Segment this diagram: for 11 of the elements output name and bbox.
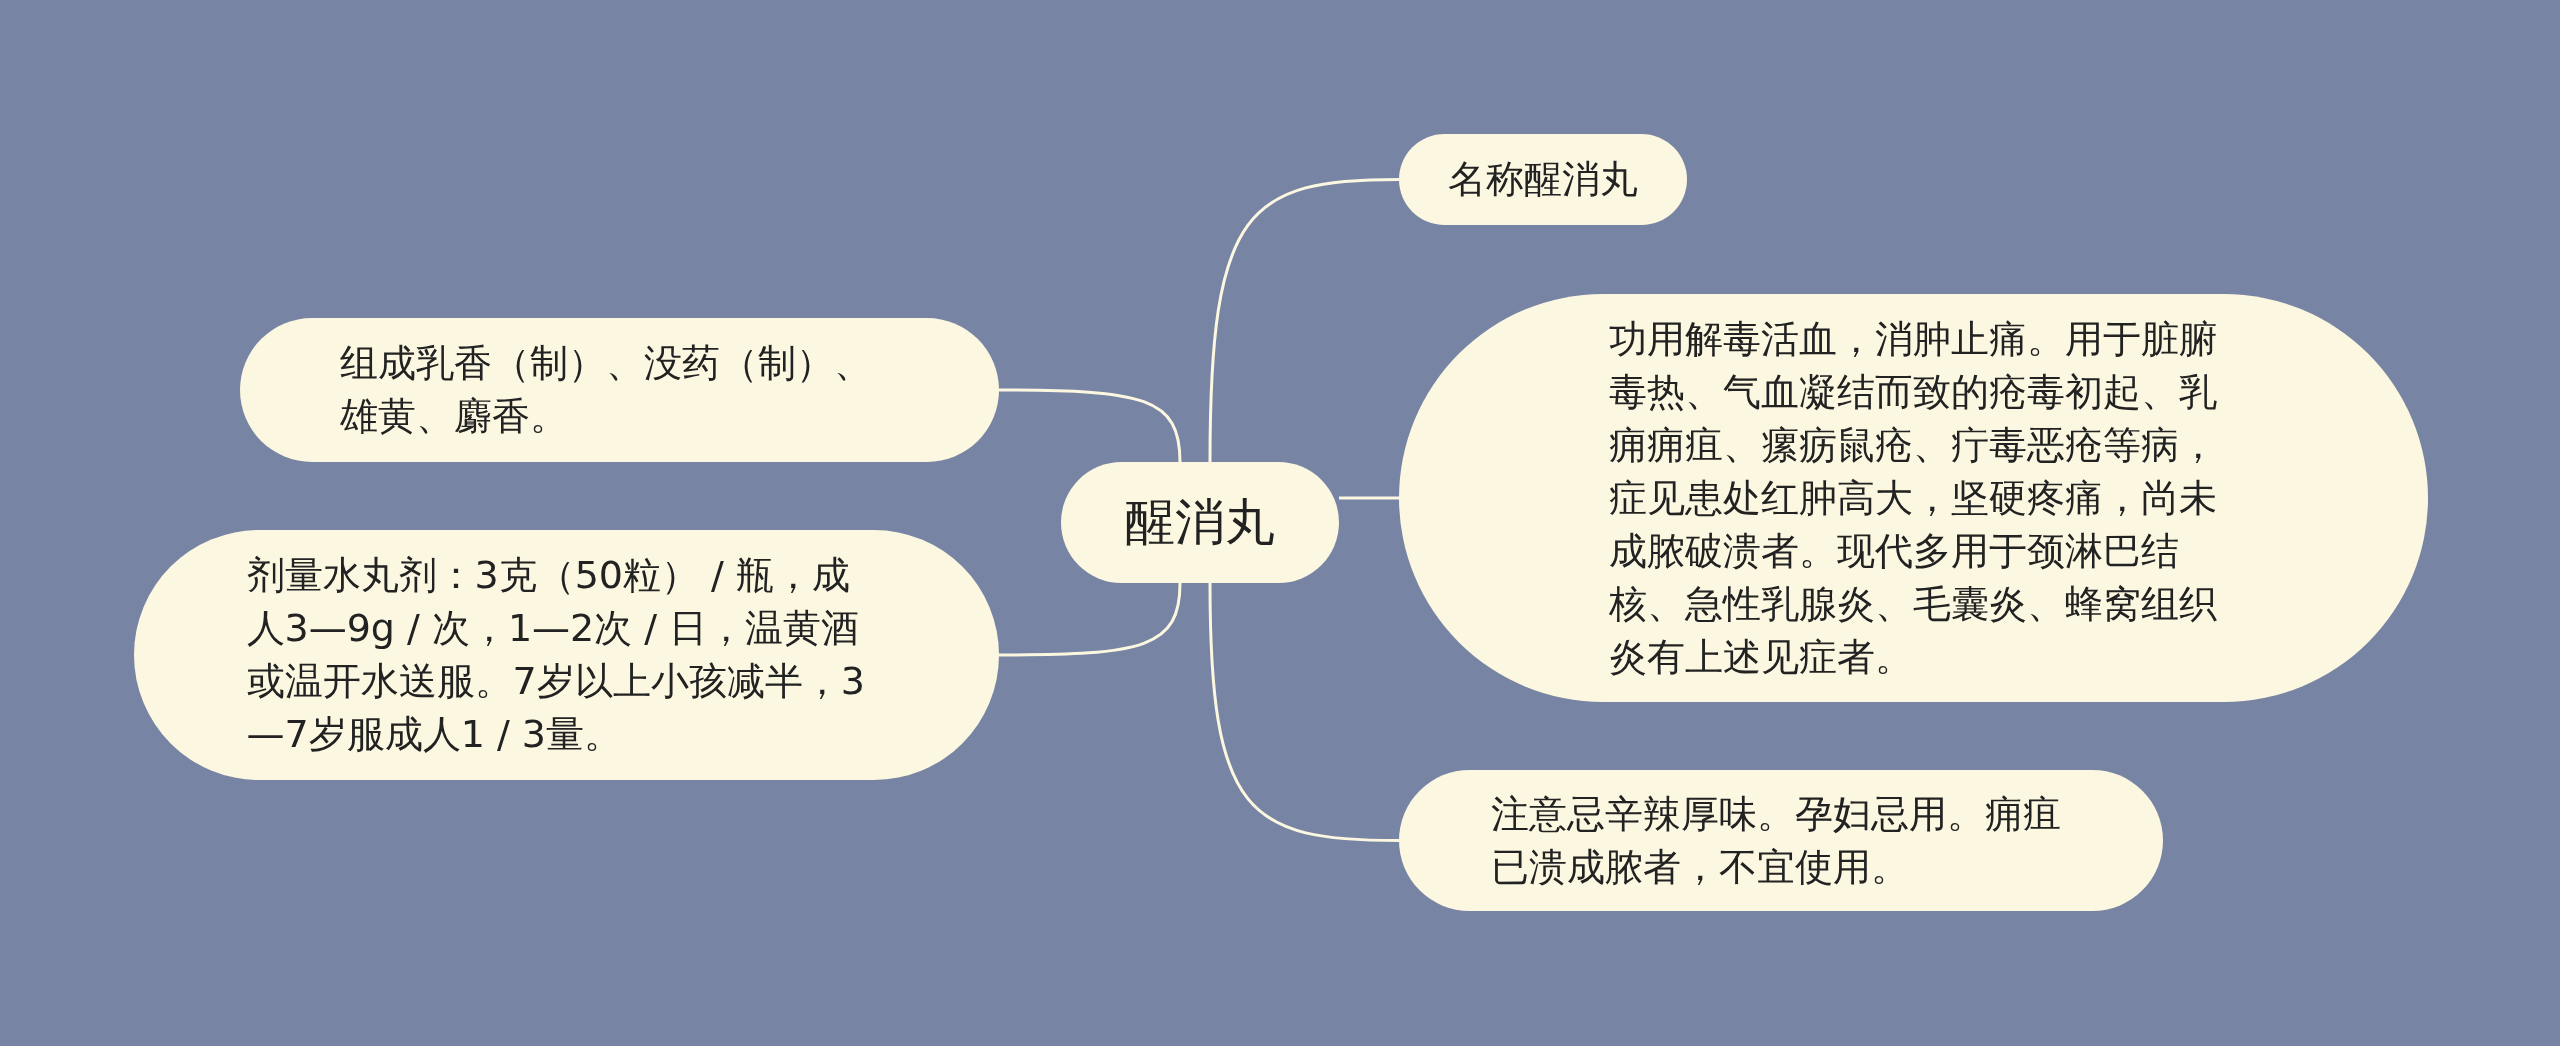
topic-text: 注意忌辛辣厚味。孕妇忌用。痈疽已溃成脓者，不宜使用。: [1491, 790, 2062, 891]
connector-line: [1339, 496, 1399, 500]
connector-line: [999, 388, 1182, 463]
topic-text: 剂量水丸剂：3克（50粒） / 瓶，成人3—9g / 次，1—2次 / 日，温黄酒或温开水送服。7岁以上小孩减半，3—7岁服成人1 / 3量。: [246, 552, 866, 758]
central-topic-text: 醒消丸: [1125, 496, 1275, 549]
connector-line: [1208, 178, 1400, 463]
topic-text: 功用解毒活血，消肿止痛。用于脏腑毒热、气血凝结而致的疮毒初起、乳痈痈疽、瘰疬鼠疮、疔毒恶疮等病，症见患处红肿高大，坚硬疼痛，尚未成脓破溃者。现代多用于颈淋巴结核、急性乳腺炎、毛囊炎、蜂窝组织炎有上述见症者。: [1608, 315, 2218, 681]
topic-text: 组成乳香（制）、没药（制）、雄黄、麝香。: [339, 340, 873, 440]
connector-line: [1208, 582, 1400, 842]
topic-text: 名称醒消丸: [1448, 156, 1638, 203]
connector-line: [999, 582, 1182, 657]
